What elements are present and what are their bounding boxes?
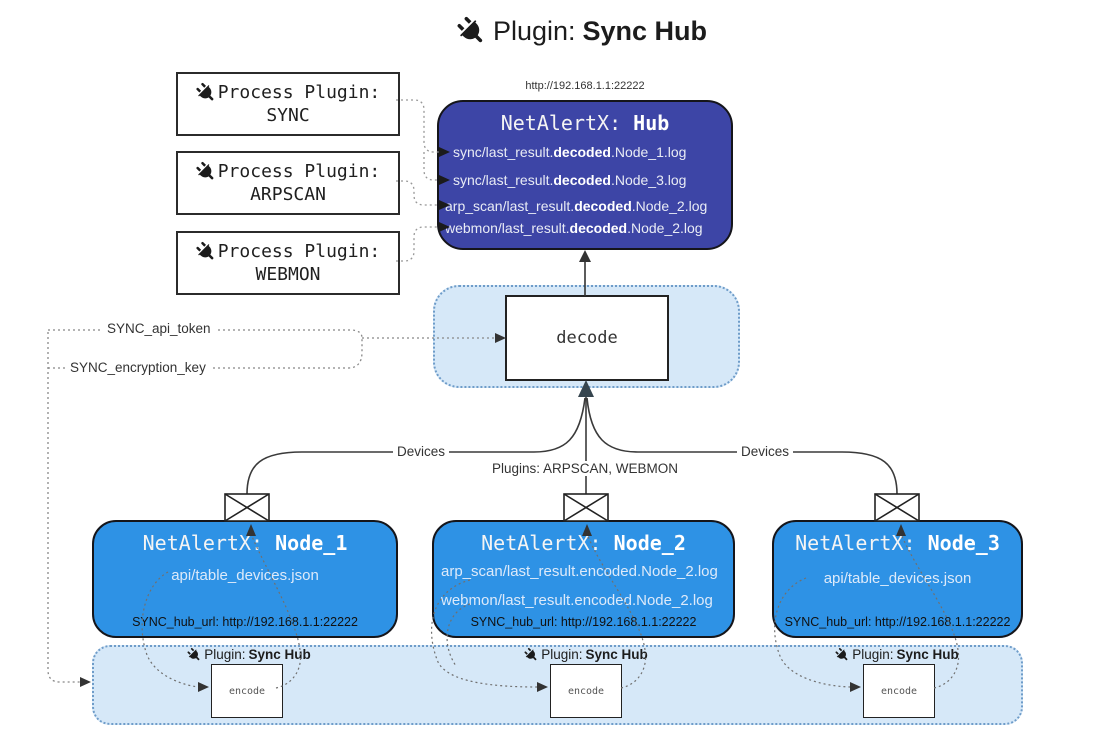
- hub-url-label: http://192.168.1.1:22222: [525, 80, 645, 92]
- plugins-mid-label: Plugins: ARPSCAN, WEBMON: [487, 461, 683, 476]
- hub-title-prefix: NetAlertX:: [500, 111, 622, 135]
- process-plugin-arpscan: Process Plugin: ARPSCAN: [176, 151, 400, 215]
- devices-right-label: Devices: [737, 444, 794, 459]
- process-plugin-label: Process Plugin:: [217, 161, 381, 182]
- node-title: NetAlertX: Node_2: [481, 531, 686, 555]
- devices-left-label: Devices: [393, 444, 450, 459]
- node-file: api/table_devices.json: [823, 570, 972, 587]
- process-plugin-name: ARPSCAN: [250, 184, 326, 205]
- sync-encryption-key-label: SYNC_encryption_key: [66, 360, 210, 375]
- node-hub-url: SYNC_hub_url: http://192.168.1.1:22222: [470, 615, 697, 629]
- node-file: arp_scan/last_result.encoded.Node_2.log: [441, 563, 718, 580]
- hub-title-name: Hub: [633, 111, 670, 135]
- plug-icon: [196, 241, 214, 259]
- node-file: webmon/last_result.encoded.Node_2.log: [441, 592, 713, 609]
- title-name: Sync Hub: [582, 16, 708, 46]
- node-1-box: NetAlertX: Node_1 api/table_devices.json…: [92, 520, 398, 638]
- decode-container: decode: [433, 285, 740, 388]
- sync-api-token-label: SYNC_api_token: [103, 321, 215, 336]
- title-prefix: Plugin:: [492, 16, 576, 46]
- plug-icon: [187, 647, 200, 660]
- hub-log-line: webmon/last_result.decoded.Node_2.log: [445, 220, 703, 236]
- settings-to-encode-arrowhead: [80, 677, 91, 687]
- encode-box: encode: [863, 664, 935, 718]
- encode-container: Plugin: Sync Hub encode Plugin: Sync Hub…: [92, 645, 1023, 725]
- node-hub-url: SYNC_hub_url: http://192.168.1.1:22222: [784, 615, 1011, 629]
- plug-icon: [835, 647, 848, 660]
- encode-box: encode: [550, 664, 622, 718]
- process-plugin-label: Process Plugin:: [217, 82, 381, 103]
- process-plugin-sync: Process Plugin: SYNC: [176, 72, 400, 136]
- decode-to-hub-arrowhead: [579, 250, 591, 262]
- hub-log-line: sync/last_result.decoded.Node_1.log: [453, 144, 687, 160]
- plug-icon: [524, 647, 537, 660]
- encode-plugin-label: Plugin: Sync Hub: [187, 647, 311, 662]
- process-plugin-webmon: Process Plugin: WEBMON: [176, 231, 400, 295]
- node-to-decode-edges: [246, 396, 898, 495]
- plug-icon: [196, 82, 214, 100]
- hub-title: NetAlertX: Hub: [439, 111, 731, 135]
- hub-log-line: sync/last_result.decoded.Node_3.log: [453, 172, 687, 188]
- process-plugin-name: SYNC: [266, 105, 310, 126]
- encode-plugin-label: Plugin: Sync Hub: [524, 647, 648, 662]
- plugin-to-hub-connectors: [396, 99, 439, 262]
- plug-icon: [457, 16, 483, 43]
- node-title: NetAlertX: Node_3: [795, 531, 1000, 555]
- hub-box: NetAlertX: Hub sync/last_result.decoded.…: [437, 100, 733, 250]
- encode-plugin-label: Plugin: Sync Hub: [835, 647, 959, 662]
- plug-icon: [196, 161, 214, 179]
- node-hub-url: SYNC_hub_url: http://192.168.1.1:22222: [132, 615, 358, 629]
- node-file: api/table_devices.json: [171, 567, 319, 584]
- envelope-icons: [224, 493, 920, 522]
- node-3-box: NetAlertX: Node_3 api/table_devices.json…: [772, 520, 1023, 638]
- process-plugin-label: Process Plugin:: [217, 241, 381, 262]
- encode-box: encode: [211, 664, 283, 718]
- page-title: Plugin: Sync Hub: [457, 16, 707, 47]
- process-plugin-name: WEBMON: [255, 264, 321, 285]
- node-title: NetAlertX: Node_1: [142, 531, 348, 555]
- node-2-box: NetAlertX: Node_2 arp_scan/last_result.e…: [432, 520, 735, 638]
- decode-box: decode: [505, 295, 669, 381]
- hub-log-line: arp_scan/last_result.decoded.Node_2.log: [445, 198, 708, 214]
